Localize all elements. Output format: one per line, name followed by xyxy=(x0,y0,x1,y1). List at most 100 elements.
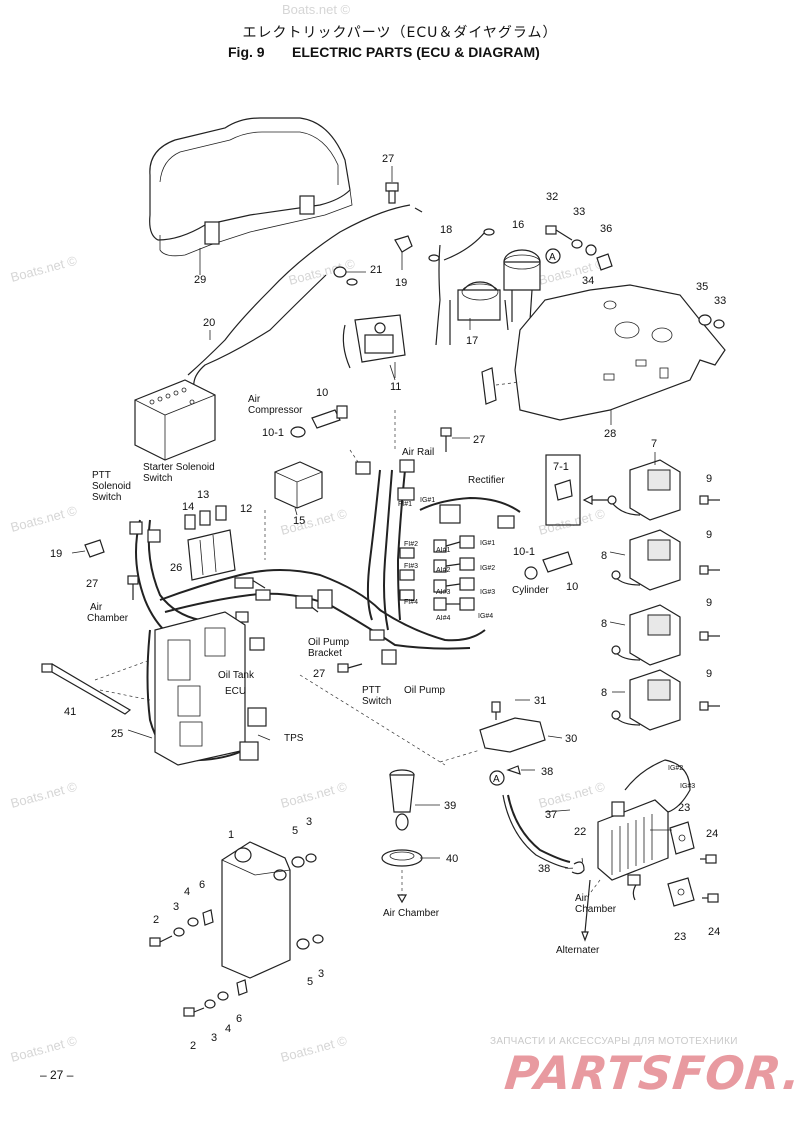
label-air-compressor: Compressor xyxy=(248,405,303,416)
part-number: 8 xyxy=(601,618,607,630)
label-cylinder: Cylinder xyxy=(512,585,549,596)
part-number: 15 xyxy=(293,515,305,527)
label-starter-solenoid: Switch xyxy=(143,473,172,484)
part-number: 2 xyxy=(153,914,159,926)
part-16-solenoid: A xyxy=(503,248,561,322)
part-30-sensor: A xyxy=(479,701,546,786)
part-number: 25 xyxy=(111,728,123,740)
part-number: 11 xyxy=(390,381,401,393)
part-number: 30 xyxy=(565,733,577,745)
part-22-rectifier xyxy=(581,759,691,942)
ignition-coil xyxy=(611,669,681,731)
connector-label: AI#2 xyxy=(436,567,451,574)
parts-32-36-bolts xyxy=(545,225,725,329)
part-number: 9 xyxy=(706,473,712,485)
part-29-cover xyxy=(149,117,353,270)
connector-labels: IG#1 FI#1 FI#2 FI#3 FI#4 AI#1 AI#2 AI#3 … xyxy=(398,497,695,790)
part-number: 41 xyxy=(64,706,76,718)
connector-label: AI#4 xyxy=(436,615,451,622)
part-number: 12 xyxy=(240,503,252,515)
part-number: 18 xyxy=(440,224,452,236)
part-number: 10-1 xyxy=(513,546,535,558)
label-ptt-switch: Switch xyxy=(362,696,391,707)
part-number: 8 xyxy=(601,687,607,699)
shop-subtitle: ЗАПЧАСТИ И АКСЕССУАРЫ ДЛЯ МОТОТЕХНИКИ xyxy=(490,1036,738,1047)
watermark: Boats.net © xyxy=(9,1033,79,1065)
connector-label: FI#1 xyxy=(398,501,412,508)
watermark: Boats.net © xyxy=(279,506,349,538)
part-number: 3 xyxy=(318,968,324,980)
part-number: 6 xyxy=(199,879,205,891)
watermark: Boats.net © xyxy=(282,2,351,17)
connector-label: AI#1 xyxy=(436,547,451,554)
part-38-clip xyxy=(571,861,585,875)
part-number: 3 xyxy=(211,1032,217,1044)
watermark: Boats.net © xyxy=(9,503,79,535)
part-27-bolt-oil xyxy=(337,663,363,673)
part-19-connector xyxy=(394,235,413,270)
connector-label: IG#3 xyxy=(480,589,495,596)
part-number: 33 xyxy=(714,295,726,307)
part-number: 23 xyxy=(678,802,690,814)
watermark: Boats.net © xyxy=(9,253,79,285)
part-9-bolts xyxy=(699,495,720,711)
label-ptt-solenoid: Switch xyxy=(92,492,121,503)
part-number: 4 xyxy=(184,886,190,898)
part-number: 20 xyxy=(203,317,215,329)
connector-label: IG#1 xyxy=(480,540,495,547)
part-number: 29 xyxy=(194,274,206,286)
part-23-bracket xyxy=(667,821,695,907)
part-number: 14 xyxy=(182,501,194,513)
connector-label: FI#4 xyxy=(404,599,418,606)
label-oil-pump-bracket: Bracket xyxy=(308,648,342,659)
part-number: 27 xyxy=(86,578,98,590)
part-number: 9 xyxy=(706,668,712,680)
watermark: Boats.net © xyxy=(537,779,607,811)
part-number: 27 xyxy=(473,434,485,446)
watermark: Boats.net © xyxy=(9,779,79,811)
ignition-coils xyxy=(607,459,681,731)
part-number: 26 xyxy=(170,562,182,574)
label-air-chamber: Air xyxy=(575,893,588,904)
circle-a-label: A xyxy=(493,774,500,785)
part-7-1-inset xyxy=(545,454,612,526)
part-41-cable-tie xyxy=(41,659,151,715)
connector-label: IG#2 xyxy=(480,565,495,572)
part-number: 31 xyxy=(534,695,546,707)
connector-label: AI#3 xyxy=(436,589,451,596)
title-japanese: エレクトリックパーツ（ECU＆ダイヤグラム） xyxy=(242,25,558,41)
watermark: Boats.net © xyxy=(279,1033,349,1065)
part-number: 1 xyxy=(228,829,234,841)
part-11-starter-solenoid xyxy=(342,314,406,381)
connector-label: FI#2 xyxy=(404,541,418,548)
part-number: 39 xyxy=(444,800,456,812)
part-number: 24 xyxy=(708,926,720,938)
ecu-box xyxy=(154,611,267,766)
connector-label: IG#2 xyxy=(668,765,683,772)
part-number: 37 xyxy=(545,809,557,821)
part-28-bracket xyxy=(481,284,726,421)
part-number: 32 xyxy=(546,191,558,203)
part-27-bolt xyxy=(385,166,399,204)
connector-label: FI#3 xyxy=(404,563,418,570)
part-17-solenoid xyxy=(449,281,509,345)
connector-label: IG#3 xyxy=(680,783,695,790)
label-air-chamber: Chamber xyxy=(575,904,617,915)
part-number: 8 xyxy=(601,550,607,562)
description-labels: Air Compressor Air Rail Rectifier PTT So… xyxy=(87,394,617,956)
part-number: 17 xyxy=(466,335,478,347)
label-rectifier: Rectifier xyxy=(468,475,505,486)
part-number: 3 xyxy=(173,901,179,913)
label-air-rail: Air Rail xyxy=(402,447,434,458)
label-oil-pump-bracket: Oil Pump xyxy=(308,637,350,648)
part-number-labels: 27 29 20 21 19 18 16 17 11 32 33 36 34 3… xyxy=(50,153,726,1052)
part-number: 2 xyxy=(190,1040,196,1052)
part-40-seal xyxy=(381,849,423,904)
label-ecu: ECU xyxy=(225,686,246,697)
part-24-bolt xyxy=(700,854,719,903)
leader-lines xyxy=(127,270,672,859)
figure-title-text: ELECTRIC PARTS (ECU & DIAGRAM) xyxy=(292,44,540,60)
figure-number: Fig. 9 xyxy=(228,44,265,60)
part-number: 34 xyxy=(582,275,594,287)
